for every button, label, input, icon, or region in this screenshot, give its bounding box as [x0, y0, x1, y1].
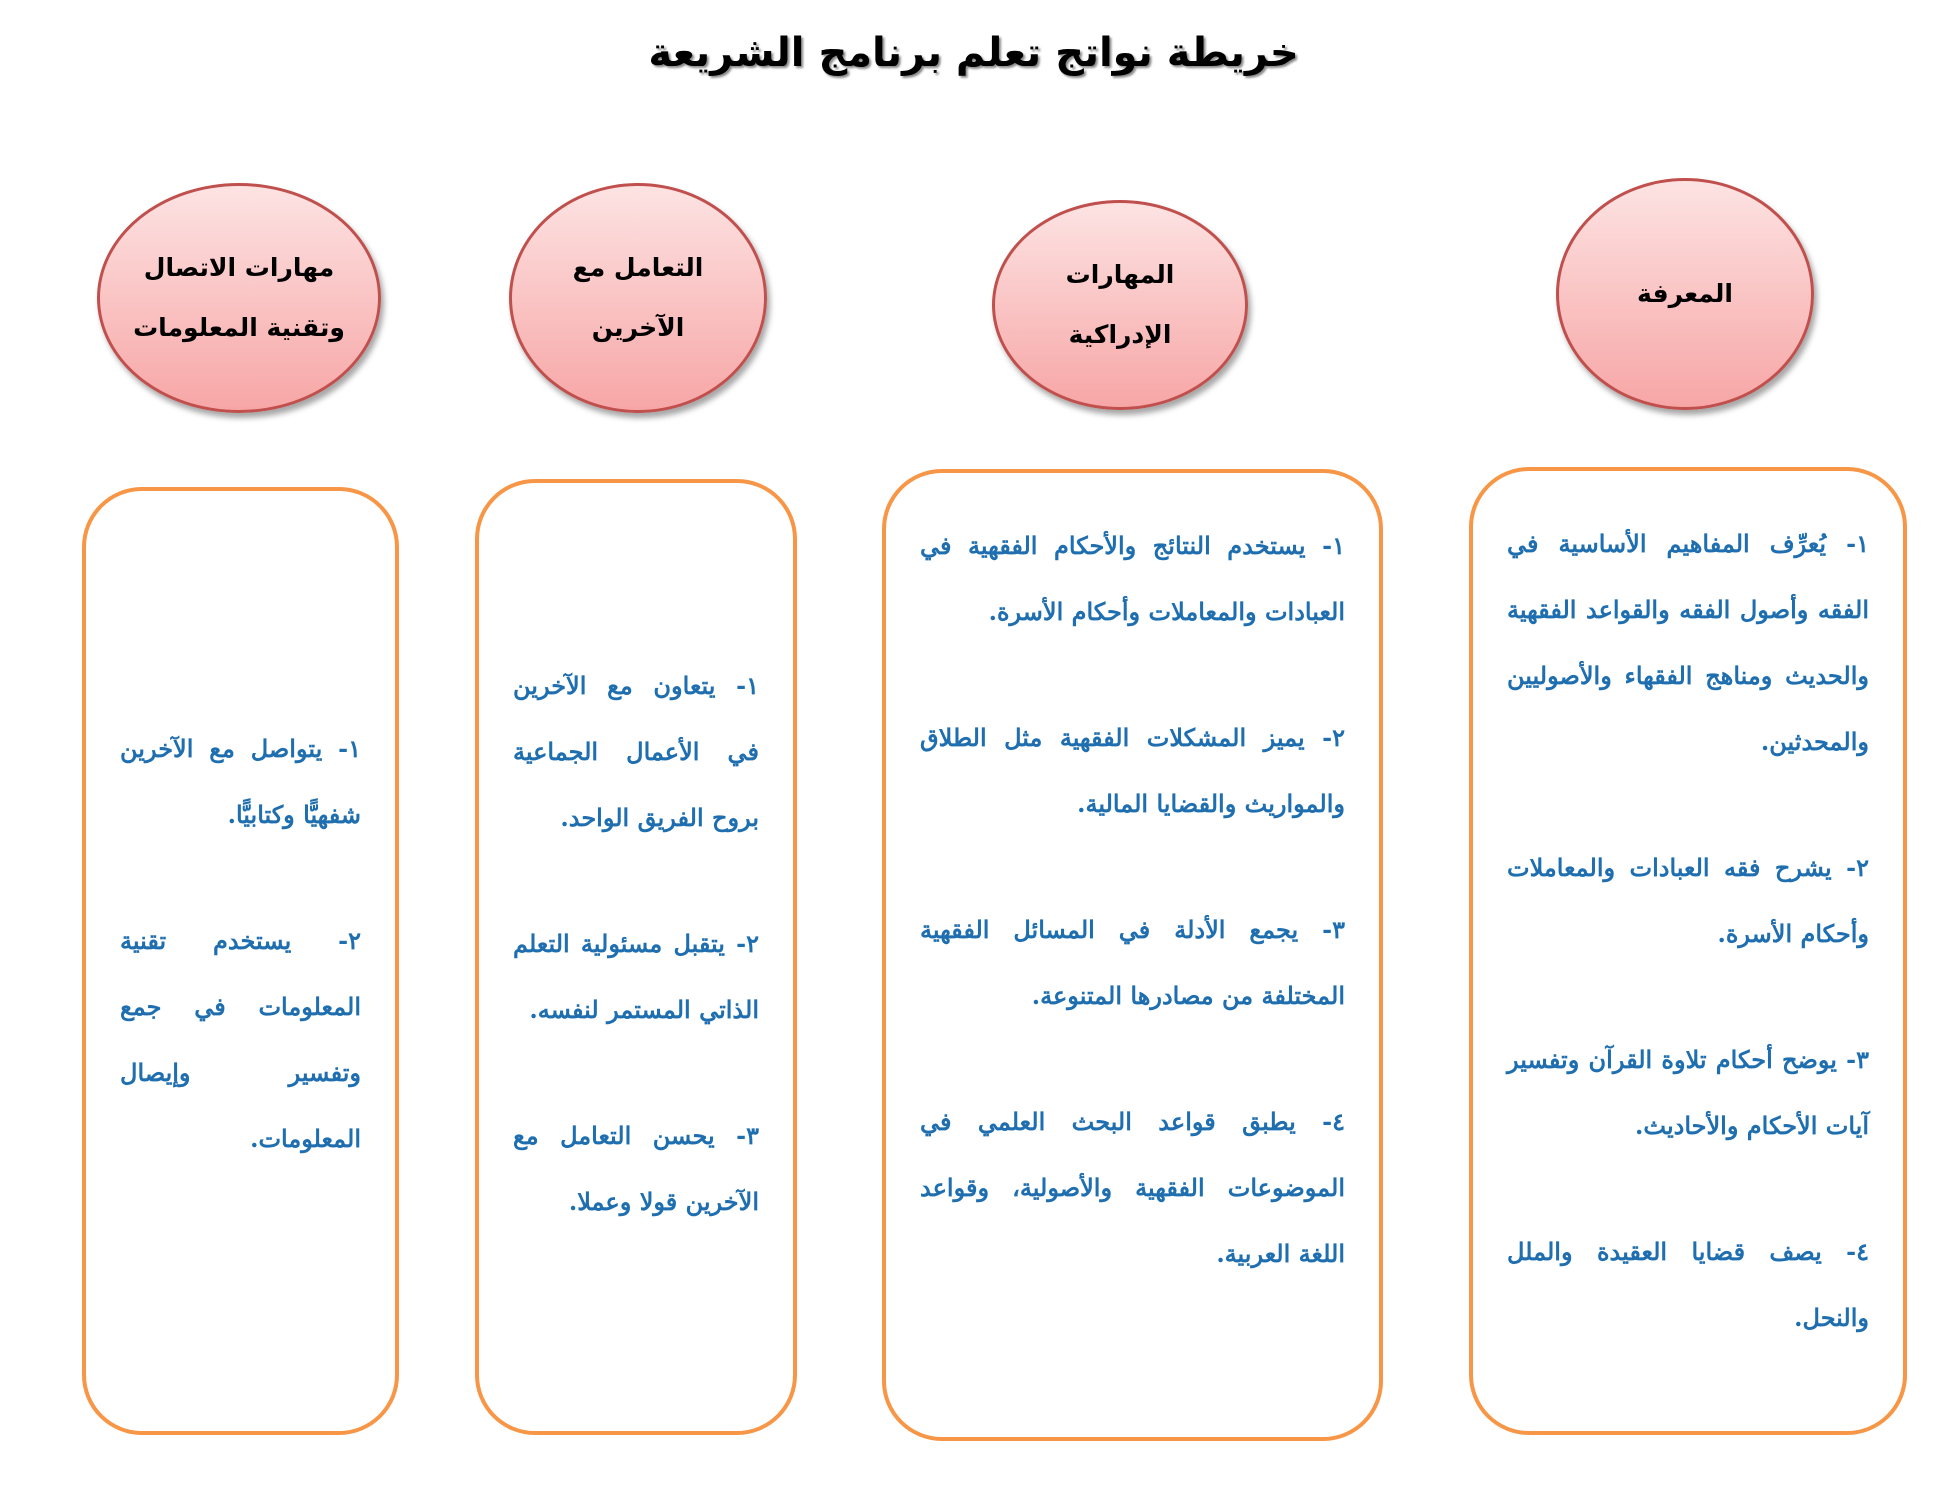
outcome-item: ١- يتعاون مع الآخرين في الأعمال الجماعية…: [513, 671, 759, 832]
heading-knowledge: المعرفة: [1556, 178, 1814, 410]
outcome-item: ٤- يطبق قواعد البحث العلمي في الموضوعات …: [920, 1107, 1345, 1268]
outcome-item: ٣- يجمع الأدلة في المسائل الفقهية المختل…: [920, 915, 1345, 1010]
outcomes-box-knowledge: ١- يُعرِّف المفاهيم الأساسية في الفقه وأ…: [1469, 467, 1907, 1435]
heading-line: وتقنية المعلومات: [133, 313, 345, 342]
heading-line: الآخرين: [591, 313, 685, 342]
heading-line: مهارات الاتصال: [143, 253, 335, 282]
page-title: خريطة نواتج تعلم برنامج الشريعة: [648, 30, 1299, 76]
outcome-item: ٢- يتقبل مسئولية التعلم الذاتي المستمر ل…: [513, 929, 759, 1024]
outcome-item: ٢- يستخدم تقنية المعلومات في جمع وتفسير …: [120, 926, 361, 1153]
outcomes-box-interpersonal: ١- يتعاون مع الآخرين في الأعمال الجماعية…: [475, 479, 797, 1435]
outcome-item: ١- يتواصل مع الآخرين شفهيًّا وكتابيًّا.: [120, 734, 361, 829]
outcome-item: ٣- يوضح أحكام تلاوة القرآن وتفسير آيات ا…: [1507, 1045, 1869, 1140]
heading-line: الإدراكية: [1068, 320, 1172, 349]
outcomes-box-cognitive-skills: ١- يستخدم النتائج والأحكام الفقهية في ال…: [882, 469, 1383, 1441]
heading-line: المهارات: [1065, 260, 1175, 289]
outcomes-box-communication-it: ١- يتواصل مع الآخرين شفهيًّا وكتابيًّا. …: [82, 487, 399, 1435]
heading-interpersonal: التعامل مع الآخرين: [509, 183, 767, 413]
outcome-item: ١- يستخدم النتائج والأحكام الفقهية في ال…: [920, 531, 1345, 626]
heading-communication-it: مهارات الاتصال وتقنية المعلومات: [97, 183, 381, 413]
outcome-item: ٢- يميز المشكلات الفقهية مثل الطلاق والم…: [920, 723, 1345, 818]
outcome-item: ١- يُعرِّف المفاهيم الأساسية في الفقه وأ…: [1507, 529, 1869, 756]
heading-cognitive-skills: المهارات الإدراكية: [992, 200, 1248, 410]
heading-line: المعرفة: [1637, 279, 1733, 308]
heading-line: التعامل مع: [572, 253, 704, 282]
outcome-item: ٢- يشرح فقه العبادات والمعاملات وأحكام ا…: [1507, 853, 1869, 948]
outcome-item: ٣- يحسن التعامل مع الآخرين قولا وعملا.: [513, 1121, 759, 1216]
outcome-item: ٤- يصف قضايا العقيدة والملل والنحل.: [1507, 1237, 1869, 1332]
